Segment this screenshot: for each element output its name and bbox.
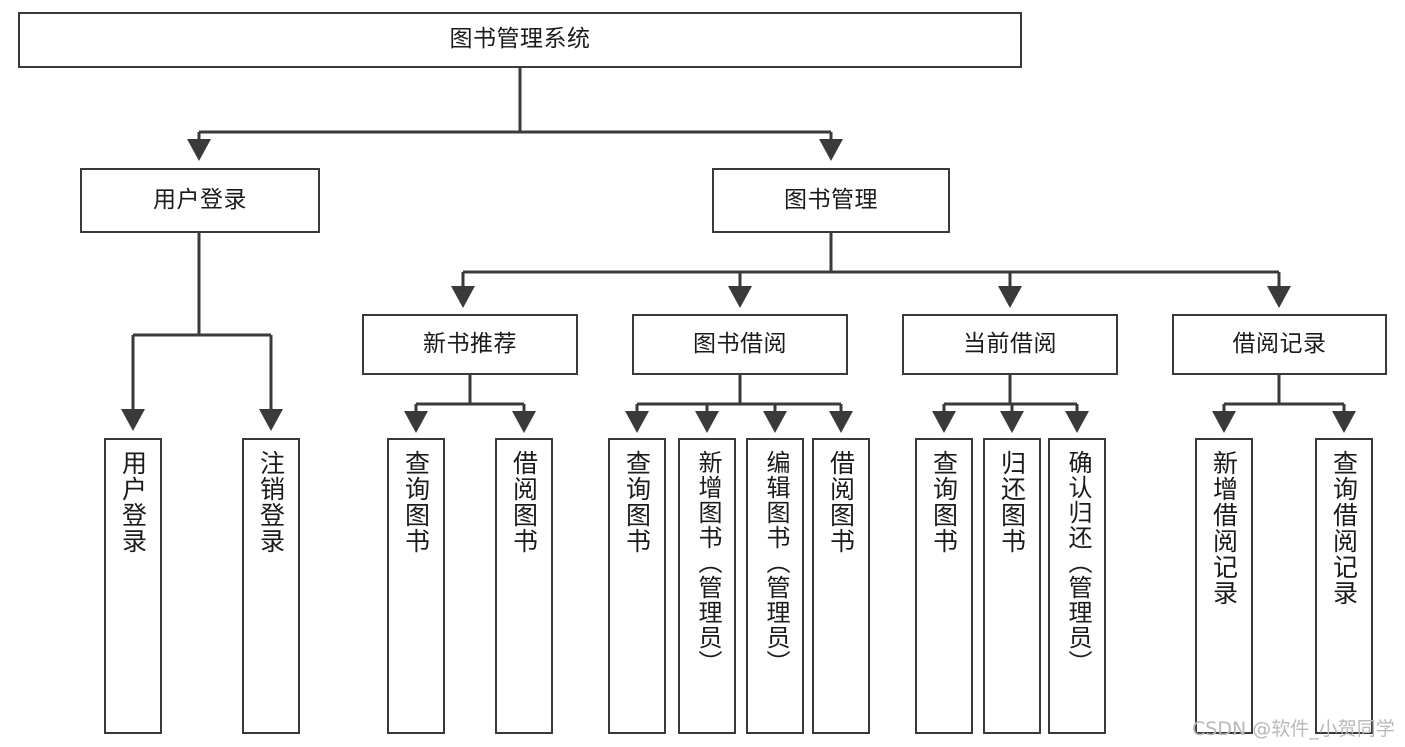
node-book-management[interactable]: 图书管理	[712, 168, 950, 233]
leaf-confirm-return[interactable]: 确认归还（管理员）	[1048, 438, 1106, 734]
node-new-book-recommend-label: 新书推荐	[423, 330, 517, 357]
leaf-query-book-3-label: 查询图书	[929, 450, 959, 554]
leaf-user-login[interactable]: 用户登录	[104, 438, 162, 734]
node-current-borrow[interactable]: 当前借阅	[902, 314, 1118, 375]
node-new-book-recommend[interactable]: 新书推荐	[362, 314, 578, 375]
leaf-borrow-book-1-label: 借阅图书	[509, 450, 539, 554]
node-current-borrow-label: 当前借阅	[963, 330, 1057, 357]
node-borrow-record-label: 借阅记录	[1232, 330, 1327, 357]
leaf-borrow-book-1[interactable]: 借阅图书	[495, 438, 553, 734]
leaf-query-record-label: 查询借阅记录	[1329, 450, 1359, 606]
node-book-borrow[interactable]: 图书借阅	[632, 314, 848, 375]
leaf-logout-login-label: 注销登录	[256, 450, 286, 554]
leaf-add-book[interactable]: 新增图书（管理员）	[678, 438, 736, 734]
node-user-login-label: 用户登录	[153, 186, 247, 213]
leaf-query-book-3[interactable]: 查询图书	[915, 438, 973, 734]
node-root[interactable]: 图书管理系统	[18, 12, 1022, 68]
leaf-user-login-label: 用户登录	[118, 450, 148, 554]
leaf-query-book-1[interactable]: 查询图书	[387, 438, 445, 734]
node-book-borrow-label: 图书借阅	[693, 330, 787, 357]
leaf-query-book-2-label: 查询图书	[622, 450, 652, 554]
leaf-query-record[interactable]: 查询借阅记录	[1315, 438, 1373, 734]
leaf-edit-book-label: 编辑图书（管理员）	[761, 450, 790, 675]
node-root-label: 图书管理系统	[449, 26, 591, 53]
leaf-borrow-book-2-label: 借阅图书	[826, 450, 856, 554]
leaf-logout-login[interactable]: 注销登录	[242, 438, 300, 734]
leaf-borrow-book-2[interactable]: 借阅图书	[812, 438, 870, 734]
node-borrow-record[interactable]: 借阅记录	[1172, 314, 1387, 375]
leaf-return-book-label: 归还图书	[997, 450, 1027, 554]
node-book-management-label: 图书管理	[784, 186, 878, 213]
csdn-watermark: CSDN @软件_小贺同学	[1192, 718, 1395, 740]
leaf-query-book-2[interactable]: 查询图书	[608, 438, 666, 734]
node-user-login[interactable]: 用户登录	[80, 168, 320, 233]
leaf-add-book-label: 新增图书（管理员）	[693, 450, 722, 675]
leaf-add-record-label: 新增借阅记录	[1209, 450, 1239, 606]
leaf-edit-book[interactable]: 编辑图书（管理员）	[746, 438, 804, 734]
leaf-confirm-return-label: 确认归还（管理员）	[1063, 450, 1092, 675]
leaf-add-record[interactable]: 新增借阅记录	[1195, 438, 1253, 734]
leaf-query-book-1-label: 查询图书	[401, 450, 431, 554]
leaf-return-book[interactable]: 归还图书	[983, 438, 1041, 734]
